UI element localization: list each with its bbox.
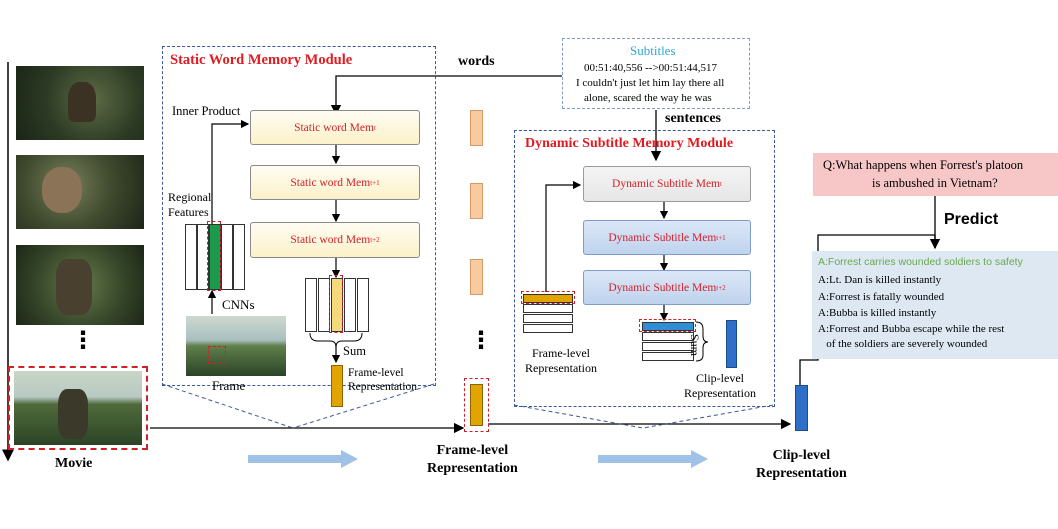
answer-option-2: A:Forrest is fatally wounded (818, 291, 945, 303)
static-frame-level-bar (331, 365, 343, 407)
subtitles-box (562, 38, 750, 109)
movie-dots: ⋮ (71, 326, 95, 354)
answer-correct: A:Forrest carries wounded soldiers to sa… (818, 256, 1023, 268)
answers-box (812, 251, 1058, 359)
regional-features-label: Regional Features (168, 190, 212, 219)
dynamic-module-title: Dynamic Subtitle Memory Module (525, 136, 734, 151)
frame-image (186, 316, 286, 376)
subtitles-title: Subtitles (630, 43, 676, 58)
frame-level-label: Frame-level Representation (427, 443, 518, 476)
subtitles-line-2: alone, scared the way he was (584, 92, 712, 104)
movie-selected-frame-border (8, 366, 148, 450)
question-line-2: is ambushed in Vietnam? (872, 176, 998, 190)
flow-arrow-1 (248, 450, 358, 468)
frame-level-bar (470, 384, 483, 426)
frame-label: Frame (212, 378, 246, 393)
movie-frame-2 (16, 155, 144, 229)
answer-option-1: A:Lt. Dan is killed instantly (818, 274, 942, 286)
movie-label: Movie (55, 456, 93, 471)
static-module-title: Static Word Memory Module (170, 52, 353, 68)
static-sum-columns (305, 275, 369, 334)
sentences-label: sentences (665, 111, 721, 126)
static-sum-label: Sum (343, 344, 366, 358)
dynamic-frame-level-rows (521, 290, 575, 340)
subtitles-line-1: I couldn't just let him lay there all (576, 77, 725, 89)
frame-rep-bar-3 (470, 259, 483, 295)
flow-arrow-2 (598, 450, 708, 468)
static-frame-level-label: Frame-level Representation (348, 367, 417, 393)
movie-frame-3 (16, 245, 144, 325)
regional-features-columns (185, 221, 251, 291)
movie-frame-4 (14, 371, 142, 445)
answer-option-4-cont: of the soldiers are severely wounded (818, 338, 988, 350)
dynamic-sum-rows (639, 318, 697, 366)
clip-level-label: Clip-level Representation (756, 448, 847, 481)
frame-rep-bar-2 (470, 183, 483, 219)
dynamic-sum-label: Sum (688, 334, 702, 357)
frame-rep-bar-1 (470, 110, 483, 146)
dynamic-clip-level-label: Clip-level Representation (684, 371, 756, 400)
dynamic-frame-level-label: Frame-level Representation (525, 346, 597, 375)
cnns-label: CNNs (222, 297, 255, 312)
answer-option-3: A:Bubba is killed instantly (818, 307, 937, 319)
middle-dots: ⋮ (469, 326, 493, 354)
inner-product-label: Inner Product (172, 104, 241, 118)
dynamic-subtitle-memory-module (514, 130, 775, 407)
predict-label: Predict (944, 211, 999, 228)
subtitles-timestamp: 00:51:40,556 -->00:51:44,517 (584, 62, 718, 74)
question-line-1: Q:What happens when Forrest's platoon (823, 158, 1024, 172)
question-box (813, 153, 1058, 196)
static-word-memory-module (162, 46, 436, 386)
frame-level-selected-border (464, 378, 489, 432)
words-label: words (458, 54, 495, 69)
dynamic-clip-level-bar (726, 320, 737, 368)
clip-level-bar (795, 385, 808, 431)
answer-option-4: A:Forrest and Bubba escape while the res… (818, 323, 1005, 335)
movie-frame-1 (16, 66, 144, 140)
